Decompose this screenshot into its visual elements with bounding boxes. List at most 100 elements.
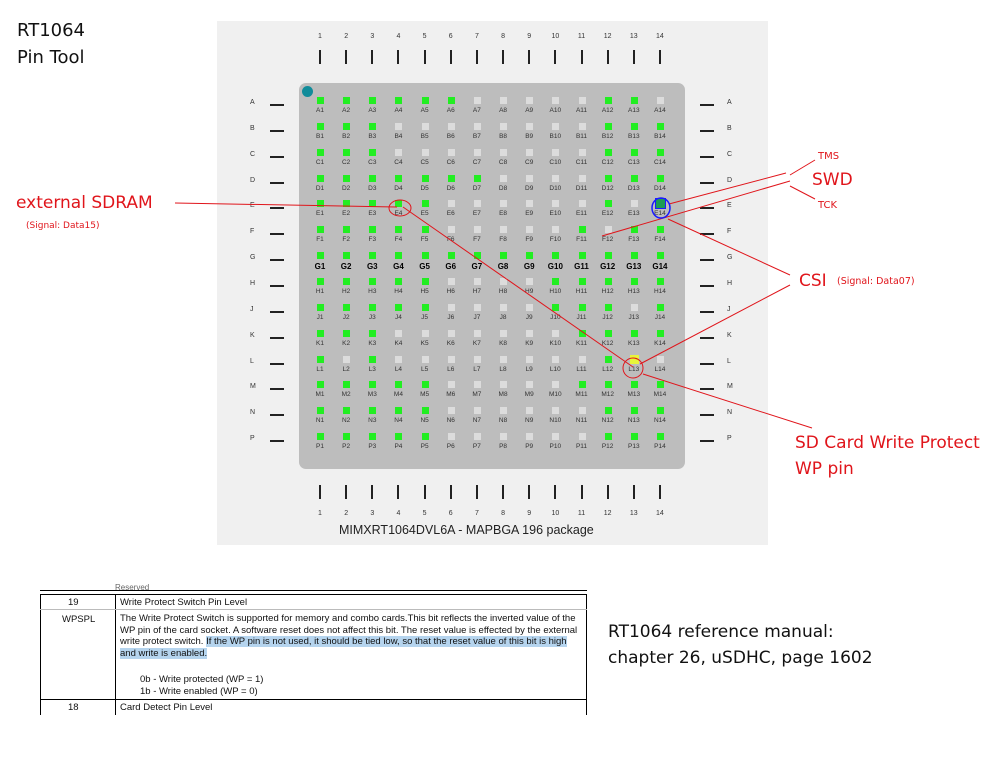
pin-pad xyxy=(604,174,612,182)
pin-pad xyxy=(343,277,351,285)
pin-label: J10 xyxy=(550,313,561,321)
pin-label: B14 xyxy=(654,132,666,140)
pin-label: B13 xyxy=(628,132,640,140)
pin-pad xyxy=(421,148,429,156)
row-letter-right: L xyxy=(727,357,731,365)
column-number-bottom: 6 xyxy=(448,510,453,517)
pin-label: M7 xyxy=(472,391,482,399)
pin-label: N7 xyxy=(472,417,482,425)
pin-label: L7 xyxy=(473,365,481,373)
pin-label: H3 xyxy=(368,287,377,295)
pin-pad xyxy=(473,433,481,441)
pin-pad xyxy=(447,303,455,311)
pin-label: A9 xyxy=(525,107,534,114)
pin-label: P12 xyxy=(601,443,614,451)
pin-pad xyxy=(552,148,560,156)
row-tick-right xyxy=(700,284,714,287)
pin-label: F11 xyxy=(576,236,587,244)
pin-label: F14 xyxy=(654,236,666,244)
pin-pad xyxy=(552,174,560,182)
column-number-top: 14 xyxy=(656,33,664,40)
pin-pad xyxy=(526,174,534,182)
pin-label: H8 xyxy=(498,287,508,295)
pin-pad xyxy=(630,122,638,130)
row-tick-right xyxy=(700,129,714,132)
pin-label: P3 xyxy=(368,443,377,451)
pin-pad xyxy=(578,174,586,182)
column-tick-bottom xyxy=(397,485,400,499)
column-tick-bottom xyxy=(580,485,583,499)
pin-label: B10 xyxy=(549,132,562,140)
pin-label: M12 xyxy=(601,391,614,399)
pin-label: K12 xyxy=(601,339,614,347)
pin-label: D10 xyxy=(549,184,562,192)
pin-pad xyxy=(656,148,664,156)
pin-pad xyxy=(395,122,403,130)
pin-label: L12 xyxy=(602,365,614,373)
pin-label: G8 xyxy=(497,262,509,272)
column-number-bottom: 10 xyxy=(551,510,560,517)
pin-pad xyxy=(604,97,612,104)
pin-pad xyxy=(500,226,508,234)
pin-pad xyxy=(526,329,534,337)
pin-label: J13 xyxy=(628,313,640,321)
next-bit-number: 18 xyxy=(68,702,79,713)
pin-label: G13 xyxy=(626,262,642,272)
pin-label: C7 xyxy=(472,158,482,166)
column-tick-top xyxy=(397,50,400,64)
pin-pad xyxy=(473,226,481,234)
pin-pad xyxy=(395,433,403,441)
pin-pad xyxy=(500,200,508,208)
pin-pad xyxy=(500,381,508,389)
next-field-heading: Card Detect Pin Level xyxy=(120,702,213,713)
field-description: The Write Protect Switch is supported fo… xyxy=(120,613,582,659)
option-1b: 1b - Write enabled (WP = 0) xyxy=(140,686,258,697)
column-number-top: 7 xyxy=(474,33,479,40)
pin-label: M6 xyxy=(446,391,456,399)
pin-pad xyxy=(604,148,612,156)
pin-label: F2 xyxy=(342,236,350,244)
pin-label: N1 xyxy=(315,417,325,425)
pin-label: B1 xyxy=(316,132,324,140)
column-number-top: 9 xyxy=(527,33,532,40)
pin-label: F12 xyxy=(602,236,614,244)
pin-label: P10 xyxy=(549,443,562,451)
pin-pad xyxy=(317,97,324,104)
pin-label: C11 xyxy=(575,158,588,166)
pin-label: J6 xyxy=(447,313,455,321)
pin-label: N3 xyxy=(368,417,377,425)
row-letter-right: J xyxy=(727,305,731,313)
pin-label: B4 xyxy=(394,132,403,140)
column-number-bottom: 9 xyxy=(527,510,532,517)
pin-pad xyxy=(500,433,508,441)
row-tick-right xyxy=(700,259,714,262)
column-tick-top xyxy=(475,50,478,64)
tool-title-line1: RT1064 xyxy=(17,20,86,41)
pin-label: G2 xyxy=(340,262,352,272)
pin-label: C2 xyxy=(341,158,351,166)
row-letter-right: C xyxy=(727,150,733,158)
pin-pad xyxy=(317,226,324,234)
row-tick-left xyxy=(270,259,284,262)
pin-label: H13 xyxy=(627,287,640,295)
pin-label: P11 xyxy=(575,443,588,451)
pin-pad xyxy=(526,226,534,234)
pin-pad xyxy=(526,407,534,415)
pin-label: C8 xyxy=(498,158,508,166)
pin-label: H7 xyxy=(472,287,482,295)
pin-pad xyxy=(421,200,429,208)
pin-pad xyxy=(369,355,377,363)
pin-label: C9 xyxy=(525,158,534,166)
pin-pad xyxy=(447,97,455,104)
column-tick-top xyxy=(658,50,661,64)
column-number-top: 3 xyxy=(370,33,375,40)
pin-pad xyxy=(630,277,638,285)
pin-label: J8 xyxy=(499,313,507,321)
pin-label: C12 xyxy=(601,158,614,166)
pin-label: J3 xyxy=(368,313,376,321)
pin-label: F9 xyxy=(525,236,533,244)
pin-label: E4 xyxy=(394,210,403,218)
pin-pad xyxy=(578,226,586,234)
pin-label: M4 xyxy=(393,391,403,399)
column-tick-top xyxy=(319,50,321,64)
